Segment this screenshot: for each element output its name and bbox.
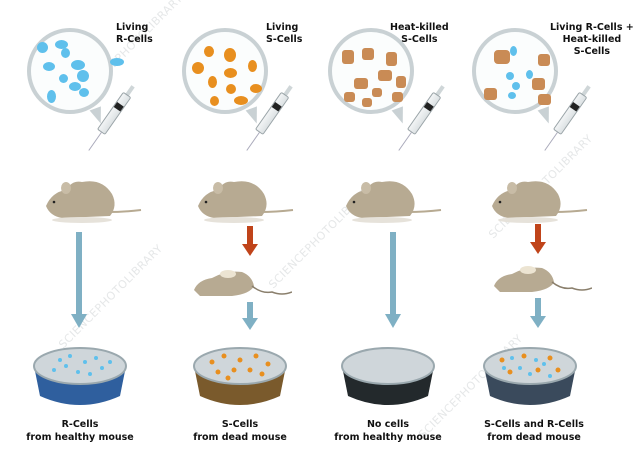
heat-killed-cell — [342, 50, 354, 64]
s-cell — [224, 48, 236, 62]
r-cell — [37, 42, 48, 53]
result-label-line2: from healthy mouse — [334, 432, 442, 443]
result-label: S-Cells from dead mouse — [160, 418, 320, 444]
dead-mouse-icon — [494, 266, 592, 292]
injected-mouse-icon — [198, 181, 294, 223]
result-label-line2: from healthy mouse — [26, 432, 134, 443]
injection-label: Heat-killed S-Cells — [390, 22, 449, 45]
r-cell — [47, 90, 56, 103]
s-cell — [234, 96, 248, 105]
petri-dish-empty — [341, 347, 435, 405]
r-cell — [526, 70, 533, 79]
heat-killed-cell — [362, 98, 372, 107]
heat-killed-cell — [392, 92, 403, 102]
heat-killed-cell — [362, 48, 374, 60]
result-label: S-Cells and R-Cells from dead mouse — [454, 418, 614, 444]
s-cell — [250, 84, 262, 93]
result-label: R-Cells from healthy mouse — [0, 418, 160, 444]
injected-mouse-icon — [492, 181, 588, 223]
s-cell — [226, 84, 236, 94]
injection-label: Living R-Cells — [116, 22, 153, 45]
r-cell — [55, 40, 68, 49]
result-label-line2: from dead mouse — [193, 432, 287, 443]
s-cell — [192, 62, 204, 74]
r-cell — [69, 82, 81, 91]
arrow-down-red — [242, 226, 258, 258]
heat-killed-cell — [386, 52, 397, 66]
r-cell — [59, 74, 68, 83]
heat-killed-cell — [532, 78, 545, 90]
heat-killed-cell — [538, 54, 550, 66]
heat-killed-cell — [344, 92, 355, 102]
result-label-line1: R-Cells — [61, 419, 99, 430]
heat-killed-cell — [494, 50, 510, 64]
s-cell — [208, 76, 217, 88]
heat-killed-cell — [538, 94, 551, 105]
result-label-line2: from dead mouse — [487, 432, 581, 443]
r-cell — [110, 58, 124, 66]
result-label-line1: S-Cells — [221, 419, 259, 430]
arrow-down-blue — [385, 232, 401, 328]
magnified-cells-bubble — [27, 28, 113, 114]
arrow-down-red — [530, 224, 546, 256]
r-cell — [79, 88, 89, 97]
bubble-pointer — [391, 106, 409, 126]
magnified-cells-bubble — [472, 28, 558, 114]
s-cell — [204, 46, 214, 57]
injection-label: Living S-Cells — [266, 22, 303, 45]
r-cell — [506, 72, 514, 80]
r-cell — [512, 82, 520, 90]
result-label-line1: S-Cells and R-Cells — [484, 419, 584, 430]
healthy-mouse-icon — [346, 181, 442, 223]
petri-dish-r-cells — [33, 347, 127, 405]
heat-killed-cell — [354, 78, 368, 89]
s-cell — [224, 68, 237, 78]
column-living-r-plus-heat-killed-s: Living R-Cells + Heat-killed S-Cells — [464, 0, 634, 466]
r-cell — [508, 92, 516, 99]
s-cell — [248, 60, 257, 72]
magnified-cells-bubble — [328, 28, 414, 114]
column-living-s-cells: Living S-Cells — [148, 0, 308, 466]
dead-mouse-icon — [194, 270, 292, 296]
arrow-down-blue — [242, 302, 258, 332]
r-cell — [77, 70, 89, 82]
heat-killed-cell — [396, 76, 406, 88]
petri-dish-s-cells — [193, 347, 287, 405]
r-cell — [61, 48, 70, 58]
r-cell — [510, 46, 517, 56]
r-cell — [71, 60, 85, 70]
bubble-pointer — [537, 106, 555, 126]
s-cell — [210, 96, 219, 106]
healthy-mouse-icon — [46, 181, 142, 223]
petri-dish-mixed-cells — [483, 347, 577, 405]
arrow-down-blue — [71, 232, 87, 328]
r-cell — [43, 62, 55, 71]
result-label: No cells from healthy mouse — [308, 418, 468, 444]
column-living-r-cells: Living R-Cells R-Cells — [0, 0, 160, 466]
injection-label: Living R-Cells + Heat-killed S-Cells — [550, 22, 634, 57]
heat-killed-cell — [378, 70, 392, 81]
column-heat-killed-s-cells: Heat-killed S-Cells No cells from health… — [310, 0, 470, 466]
result-label-line1: No cells — [366, 419, 410, 430]
arrow-down-blue — [530, 298, 546, 330]
magnified-cells-bubble — [182, 28, 268, 114]
heat-killed-cell — [484, 88, 497, 100]
heat-killed-cell — [372, 88, 382, 97]
